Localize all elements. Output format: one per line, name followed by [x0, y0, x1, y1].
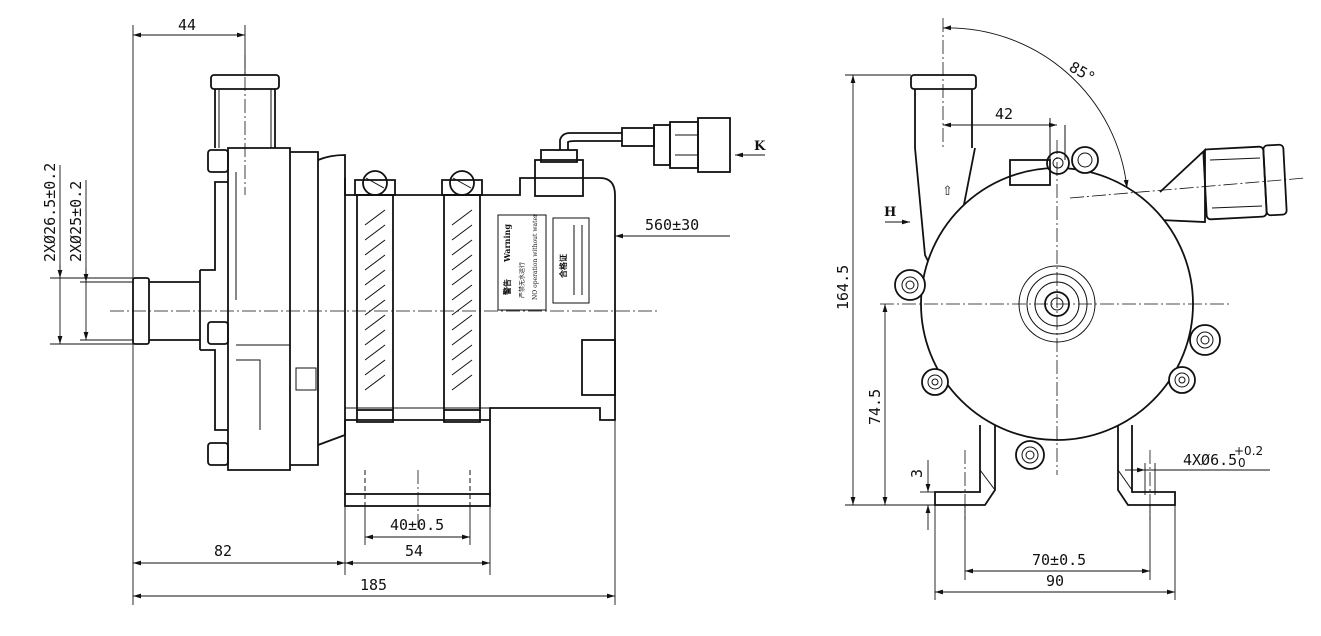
clamp-2 — [441, 170, 483, 423]
warning-line2-text: NO operation without water — [532, 214, 539, 300]
warning-label: 警告 Warning 严禁无水运行 NO operation without w… — [497, 214, 547, 311]
dim-cable-text: 560±30 — [645, 216, 699, 234]
dim-185-text: 185 — [360, 576, 387, 594]
view-arrow-H: H — [884, 205, 910, 225]
dim-inner-dia-text: 2XØ26.5±0.2 — [41, 163, 59, 262]
dim-3: 3 — [908, 460, 935, 530]
dim-82-text: 82 — [214, 542, 232, 560]
outlet-pipe-angled — [1159, 143, 1288, 223]
dim-74-5: 74.5 — [866, 304, 888, 505]
dim-70: 70±0.5 — [964, 505, 1151, 580]
dim-44: 44 — [132, 16, 246, 280]
certificate-label: 合格证 — [552, 217, 590, 304]
dim-90: 90 — [934, 505, 1176, 600]
dim-outer-dia-text: 2XØ25±0.2 — [67, 181, 85, 262]
front-view: ⇧ — [834, 18, 1306, 600]
clamp-1 — [354, 170, 396, 423]
dim-holes-tol-lower: 0 — [1238, 456, 1246, 470]
foot-bracket — [344, 420, 491, 507]
dim-185: 185 — [133, 420, 616, 605]
dim-inner-dia: 2XØ26.5±0.2 — [41, 163, 133, 345]
dim-outer-dia: 2XØ25±0.2 — [67, 180, 133, 341]
label-K: K — [754, 139, 766, 154]
dim-holes: 4XØ6.5 +0.2 0 — [1125, 444, 1270, 495]
motor-body — [344, 117, 731, 421]
dim-90-text: 90 — [1046, 572, 1064, 590]
flow-arrow-glyph: ⇧ — [942, 184, 953, 199]
label-H: H — [884, 205, 896, 220]
dim-70-text: 70±0.5 — [1032, 551, 1086, 569]
dim-holes-tol-upper: +0.2 — [1234, 444, 1263, 458]
dim-42-text: 42 — [995, 105, 1013, 123]
dim-82: 82 — [132, 344, 345, 605]
angled-outlet-centerline — [1069, 177, 1306, 199]
dim-54-text: 54 — [405, 542, 423, 560]
dim-40-text: 40±0.5 — [390, 516, 444, 534]
warning-line1-text: 严禁无水运行 — [518, 262, 526, 298]
dim-holes-text: 4XØ6.5 — [1183, 451, 1237, 469]
side-view: 警告 Warning 严禁无水运行 NO operation without w… — [41, 16, 766, 605]
dim-44-text: 44 — [178, 16, 196, 34]
view-arrow-K: K — [735, 139, 766, 158]
certificate-title-text: 合格证 — [558, 254, 568, 279]
dim-3-text: 3 — [908, 469, 926, 478]
dim-42: 42 — [943, 105, 1057, 128]
dim-cable-length: 560±30 — [615, 216, 730, 239]
dim-164-text: 164.5 — [834, 265, 852, 310]
dim-74-text: 74.5 — [866, 389, 884, 425]
dim-54: 54 — [344, 506, 491, 575]
warning-en-text: Warning — [502, 224, 512, 263]
dim-40: 40±0.5 — [364, 506, 471, 545]
dim-angle-text: 85° — [1066, 58, 1098, 87]
dim-164-5: 164.5 — [834, 74, 935, 506]
warning-cn-text: 警告 — [502, 279, 512, 296]
dim-angle-85: 85° — [942, 25, 1129, 189]
pump-housing — [199, 147, 346, 471]
